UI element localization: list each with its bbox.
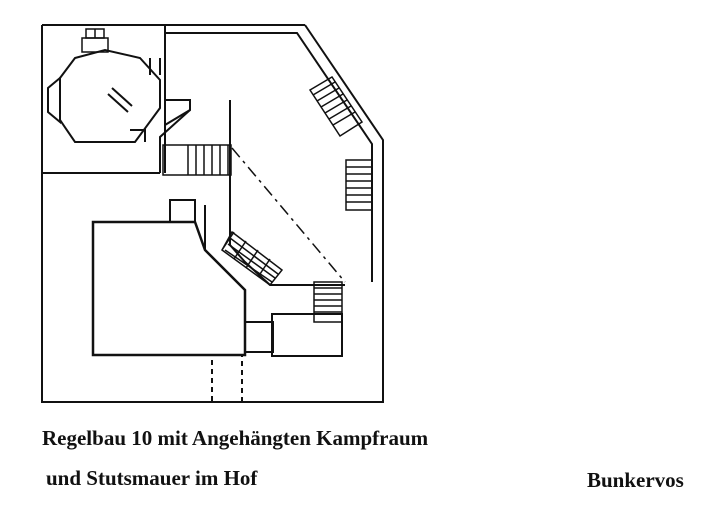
stair-step (332, 111, 356, 126)
west-bay (47, 75, 61, 125)
inner-wall-line (165, 32, 373, 282)
inner-partition-north (164, 99, 191, 173)
stair-step (320, 93, 344, 108)
stair-upper (162, 144, 232, 176)
connectors (169, 199, 343, 403)
annex-combat-room (47, 48, 161, 143)
stair-step (257, 258, 271, 278)
room-notch (130, 129, 146, 142)
courtyard-wall-outline (41, 25, 384, 403)
caption-title-line-2: und Stutsmauer im Hof (46, 466, 258, 490)
main-block (91, 220, 247, 357)
stair-step (233, 240, 247, 260)
corridor-wall (229, 100, 345, 286)
side-chamber (271, 313, 343, 357)
stair-step (324, 99, 348, 114)
stair-east-outline (345, 159, 373, 211)
entrance-passage (211, 354, 243, 403)
stair-ne-outline (308, 75, 364, 138)
credit-label: Bunkervos (587, 468, 684, 492)
stair-step (221, 231, 235, 251)
outer-wall-line (304, 24, 384, 282)
south-extension (244, 321, 274, 353)
emplacement (81, 28, 109, 53)
stair-step (316, 87, 340, 102)
bunker-outer-wall (165, 24, 384, 282)
stair-step (224, 249, 273, 283)
stair-upper-landing (162, 144, 232, 176)
stair-south-east (313, 281, 343, 323)
bunker-interior (159, 99, 346, 320)
dashed-axis (231, 147, 346, 283)
gun-slot-2 (107, 93, 129, 113)
stair-centre (221, 230, 284, 287)
gun-slot (111, 87, 133, 107)
stair-step (245, 249, 259, 269)
caption-title-line-1: Regelbau 10 mit Angehängten Kampfraum (42, 426, 429, 450)
stair-north-east (308, 75, 364, 138)
main-block-outline (91, 220, 247, 357)
stair-step (312, 81, 336, 96)
stair-east (345, 159, 373, 211)
stair-step (328, 105, 352, 120)
stair-se-outline (313, 281, 343, 323)
connector-north (169, 199, 196, 223)
inner-partition-west (159, 109, 191, 173)
